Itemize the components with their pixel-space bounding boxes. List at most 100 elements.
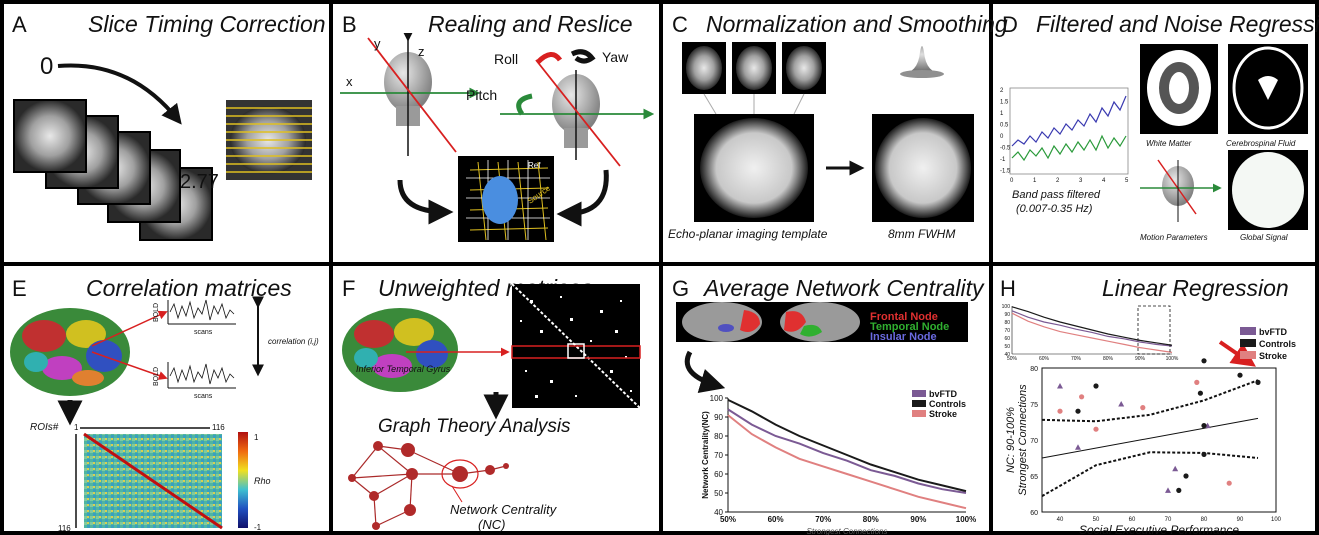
y-tick-label: 100 — [710, 394, 724, 403]
rho-max: 1 — [254, 433, 259, 442]
fwhm-caption: 8mm FWHM — [888, 227, 955, 241]
legend-swatch — [1240, 327, 1256, 335]
point-controls — [1201, 423, 1207, 429]
yaw-label: Yaw — [602, 49, 629, 65]
signal-y-tick: 0.5 — [1000, 123, 1009, 129]
row-end-label: 116 — [58, 524, 71, 533]
panel-c-letter: C — [672, 12, 688, 37]
panel-d-title: Filtered and Noise Regression — [1036, 11, 1319, 37]
legend-label: bvFTD — [929, 389, 957, 399]
legend-swatch — [1240, 351, 1256, 359]
parcellated-brain-image — [10, 308, 130, 396]
y-tick-label: 80 — [1030, 366, 1038, 373]
panel-f-letter: F — [342, 276, 355, 301]
mini-x-tick: 60% — [1039, 356, 1050, 362]
legend-label: Controls — [1259, 339, 1296, 349]
mini-x-tick: 100% — [1166, 356, 1179, 362]
x-axis-label: Social Executive Performance — [1079, 523, 1239, 535]
point-controls — [1237, 372, 1243, 378]
zoom-box — [1137, 305, 1171, 355]
legend-label: Stroke — [1259, 351, 1287, 361]
binary-matrix — [511, 283, 641, 409]
node-brain-image: Frontal Node Temporal Node Insular Node — [676, 302, 968, 343]
signal-x-tick: 0 — [1010, 178, 1014, 184]
point-stroke — [1226, 480, 1232, 486]
nc-label-line2: (NC) — [478, 517, 505, 532]
region-label: Inferior Temporal Gyrus — [356, 364, 451, 374]
series-line-bvftd — [727, 408, 967, 494]
panel-h-title: Linear Regression — [1102, 275, 1289, 301]
axis-x-label: x — [346, 74, 353, 89]
epi-template-caption: Echo-planar imaging template — [668, 227, 828, 241]
panel-g: G Average Network Centrality Frontal Nod… — [672, 275, 985, 535]
mini-y-tick: 100 — [1002, 304, 1011, 310]
panel-c-title: Normalization and Smoothing — [706, 11, 1008, 37]
x-tick-label: 70 — [1165, 517, 1172, 523]
point-bvftd — [1057, 383, 1063, 389]
y-tick-label: 65 — [1030, 474, 1038, 481]
mini-y-tick: 80 — [1004, 320, 1010, 326]
y-axis-label-line1: NC: 90-100% — [1005, 407, 1017, 473]
merge-arrow-right — [556, 169, 609, 227]
panel-e-title: Correlation matrices — [86, 275, 292, 301]
y-tick-label: 40 — [714, 508, 723, 517]
bold-signal-top: BOLD scans — [153, 299, 236, 336]
pitch-rotation-icon — [516, 93, 533, 116]
white-matter-image — [1140, 44, 1218, 134]
x-tick-label: 50% — [720, 515, 736, 524]
y-axis-arrow — [367, 37, 457, 153]
legend-swatch — [1240, 339, 1256, 347]
signal-x-tick: 5 — [1125, 178, 1129, 184]
series-line-stroke — [727, 414, 967, 510]
bold-axis-label: BOLD — [153, 367, 160, 386]
filter-caption-2: (0.007-0.35 Hz) — [1016, 203, 1093, 215]
rho-min: -1 — [254, 523, 262, 532]
slice-start-time: 0 — [40, 53, 53, 80]
mini-y-tick: 40 — [1004, 352, 1010, 358]
point-bvftd — [1172, 465, 1179, 472]
mini-series-bvftd — [1011, 310, 1173, 347]
y-tick-label: 80 — [714, 432, 723, 441]
plot-frame — [1041, 367, 1277, 513]
panel-e: E Correlation matrices BOLD scans BOLD s… — [10, 275, 319, 533]
rho-colorbar — [238, 432, 248, 528]
correlation-matrix: ROIs# 1 116 116 1 Rho -1 — [30, 422, 271, 533]
scans-axis-label: scans — [194, 329, 213, 336]
signal-y-tick: 1 — [1000, 111, 1004, 117]
mini-y-tick: 60 — [1004, 336, 1010, 342]
rho-label: Rho — [254, 476, 271, 486]
epi-template-image — [694, 114, 814, 222]
point-stroke — [1140, 405, 1146, 411]
panel-c: C Normalization and Smoothing Echo-plana… — [668, 11, 1008, 241]
panel-b: B Realing and Reslice x y z Roll Yaw Pit… — [340, 11, 655, 242]
x-tick-label: 90 — [1237, 517, 1244, 523]
legend-swatch — [912, 400, 926, 407]
scans-axis-label: scans — [194, 393, 213, 400]
mini-x-tick: 80% — [1103, 356, 1114, 362]
mini-x-tick: 50% — [1007, 356, 1018, 362]
ref-label: Ref — [528, 161, 541, 170]
graph-theory-title: Graph Theory Analysis — [378, 416, 571, 437]
y-tick-label: 50 — [714, 489, 723, 498]
point-controls — [1255, 379, 1261, 385]
signal-x-tick: 2 — [1056, 178, 1060, 184]
point-controls — [1183, 473, 1189, 479]
x-tick-label: 50 — [1093, 517, 1100, 523]
signal-y-tick: 1.5 — [1000, 100, 1009, 106]
point-stroke — [1079, 394, 1085, 400]
global-signal-label: Global Signal — [1240, 233, 1288, 242]
y-axis-label: Network Centrality(NC) — [701, 411, 710, 499]
gaussian-kernel-icon — [900, 46, 944, 78]
parcellated-brain-image — [342, 308, 458, 392]
yaw-rotation-icon — [570, 49, 596, 64]
mini-series-stroke — [1011, 312, 1173, 353]
sliced-brain-image — [226, 100, 312, 180]
insular-node-label: Insular Node — [870, 331, 937, 343]
frontal-node-label: Frontal Node — [870, 311, 938, 323]
axis-z-label: z — [418, 44, 425, 59]
legend-swatch — [912, 390, 926, 397]
point-bvftd — [1075, 444, 1081, 450]
